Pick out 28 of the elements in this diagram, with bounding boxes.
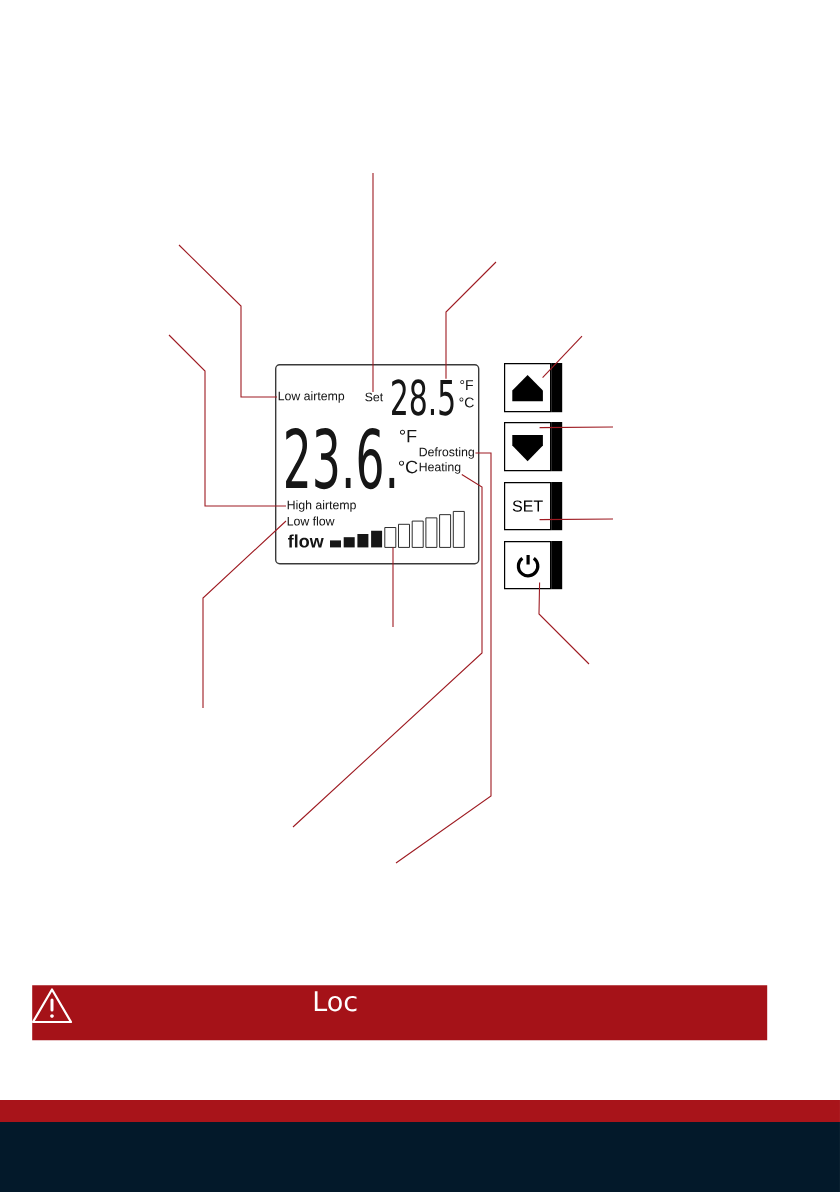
- leader-line: [445, 261, 497, 380]
- leader-line: [392, 546, 394, 628]
- leader-line: [178, 244, 278, 398]
- leader-line: [395, 452, 492, 864]
- indicator-text: High airtemp: [287, 500, 356, 512]
- indicator-text: Defrosting: [419, 447, 474, 459]
- leader-line: [292, 473, 483, 828]
- leader-line: [539, 518, 614, 521]
- leader-line: [168, 334, 287, 507]
- unit-symbol: °C: [459, 397, 474, 408]
- set-button: SET: [504, 482, 563, 531]
- indicator-text: Low flow: [287, 516, 335, 526]
- unit-symbol: °F: [460, 380, 473, 390]
- lcd-screen: [275, 364, 480, 565]
- unit-symbol: °C: [398, 460, 418, 474]
- unit-symbol: °F: [399, 429, 417, 443]
- digit-readout: 28.5: [392, 379, 454, 416]
- leader-line: [542, 335, 583, 379]
- leader-line: [202, 520, 287, 709]
- indicator-text: Set: [365, 392, 384, 402]
- leader-line: [372, 172, 374, 393]
- indicator-text: Low airtemp: [278, 391, 345, 403]
- digit-readout: 23.6.: [286, 427, 395, 490]
- indicator-text: Heating: [419, 462, 461, 474]
- leader-line: [539, 426, 614, 429]
- indicator-text: flow: [288, 534, 324, 548]
- leader-line: [538, 582, 590, 665]
- warning-banner: Loc: [32, 985, 768, 1041]
